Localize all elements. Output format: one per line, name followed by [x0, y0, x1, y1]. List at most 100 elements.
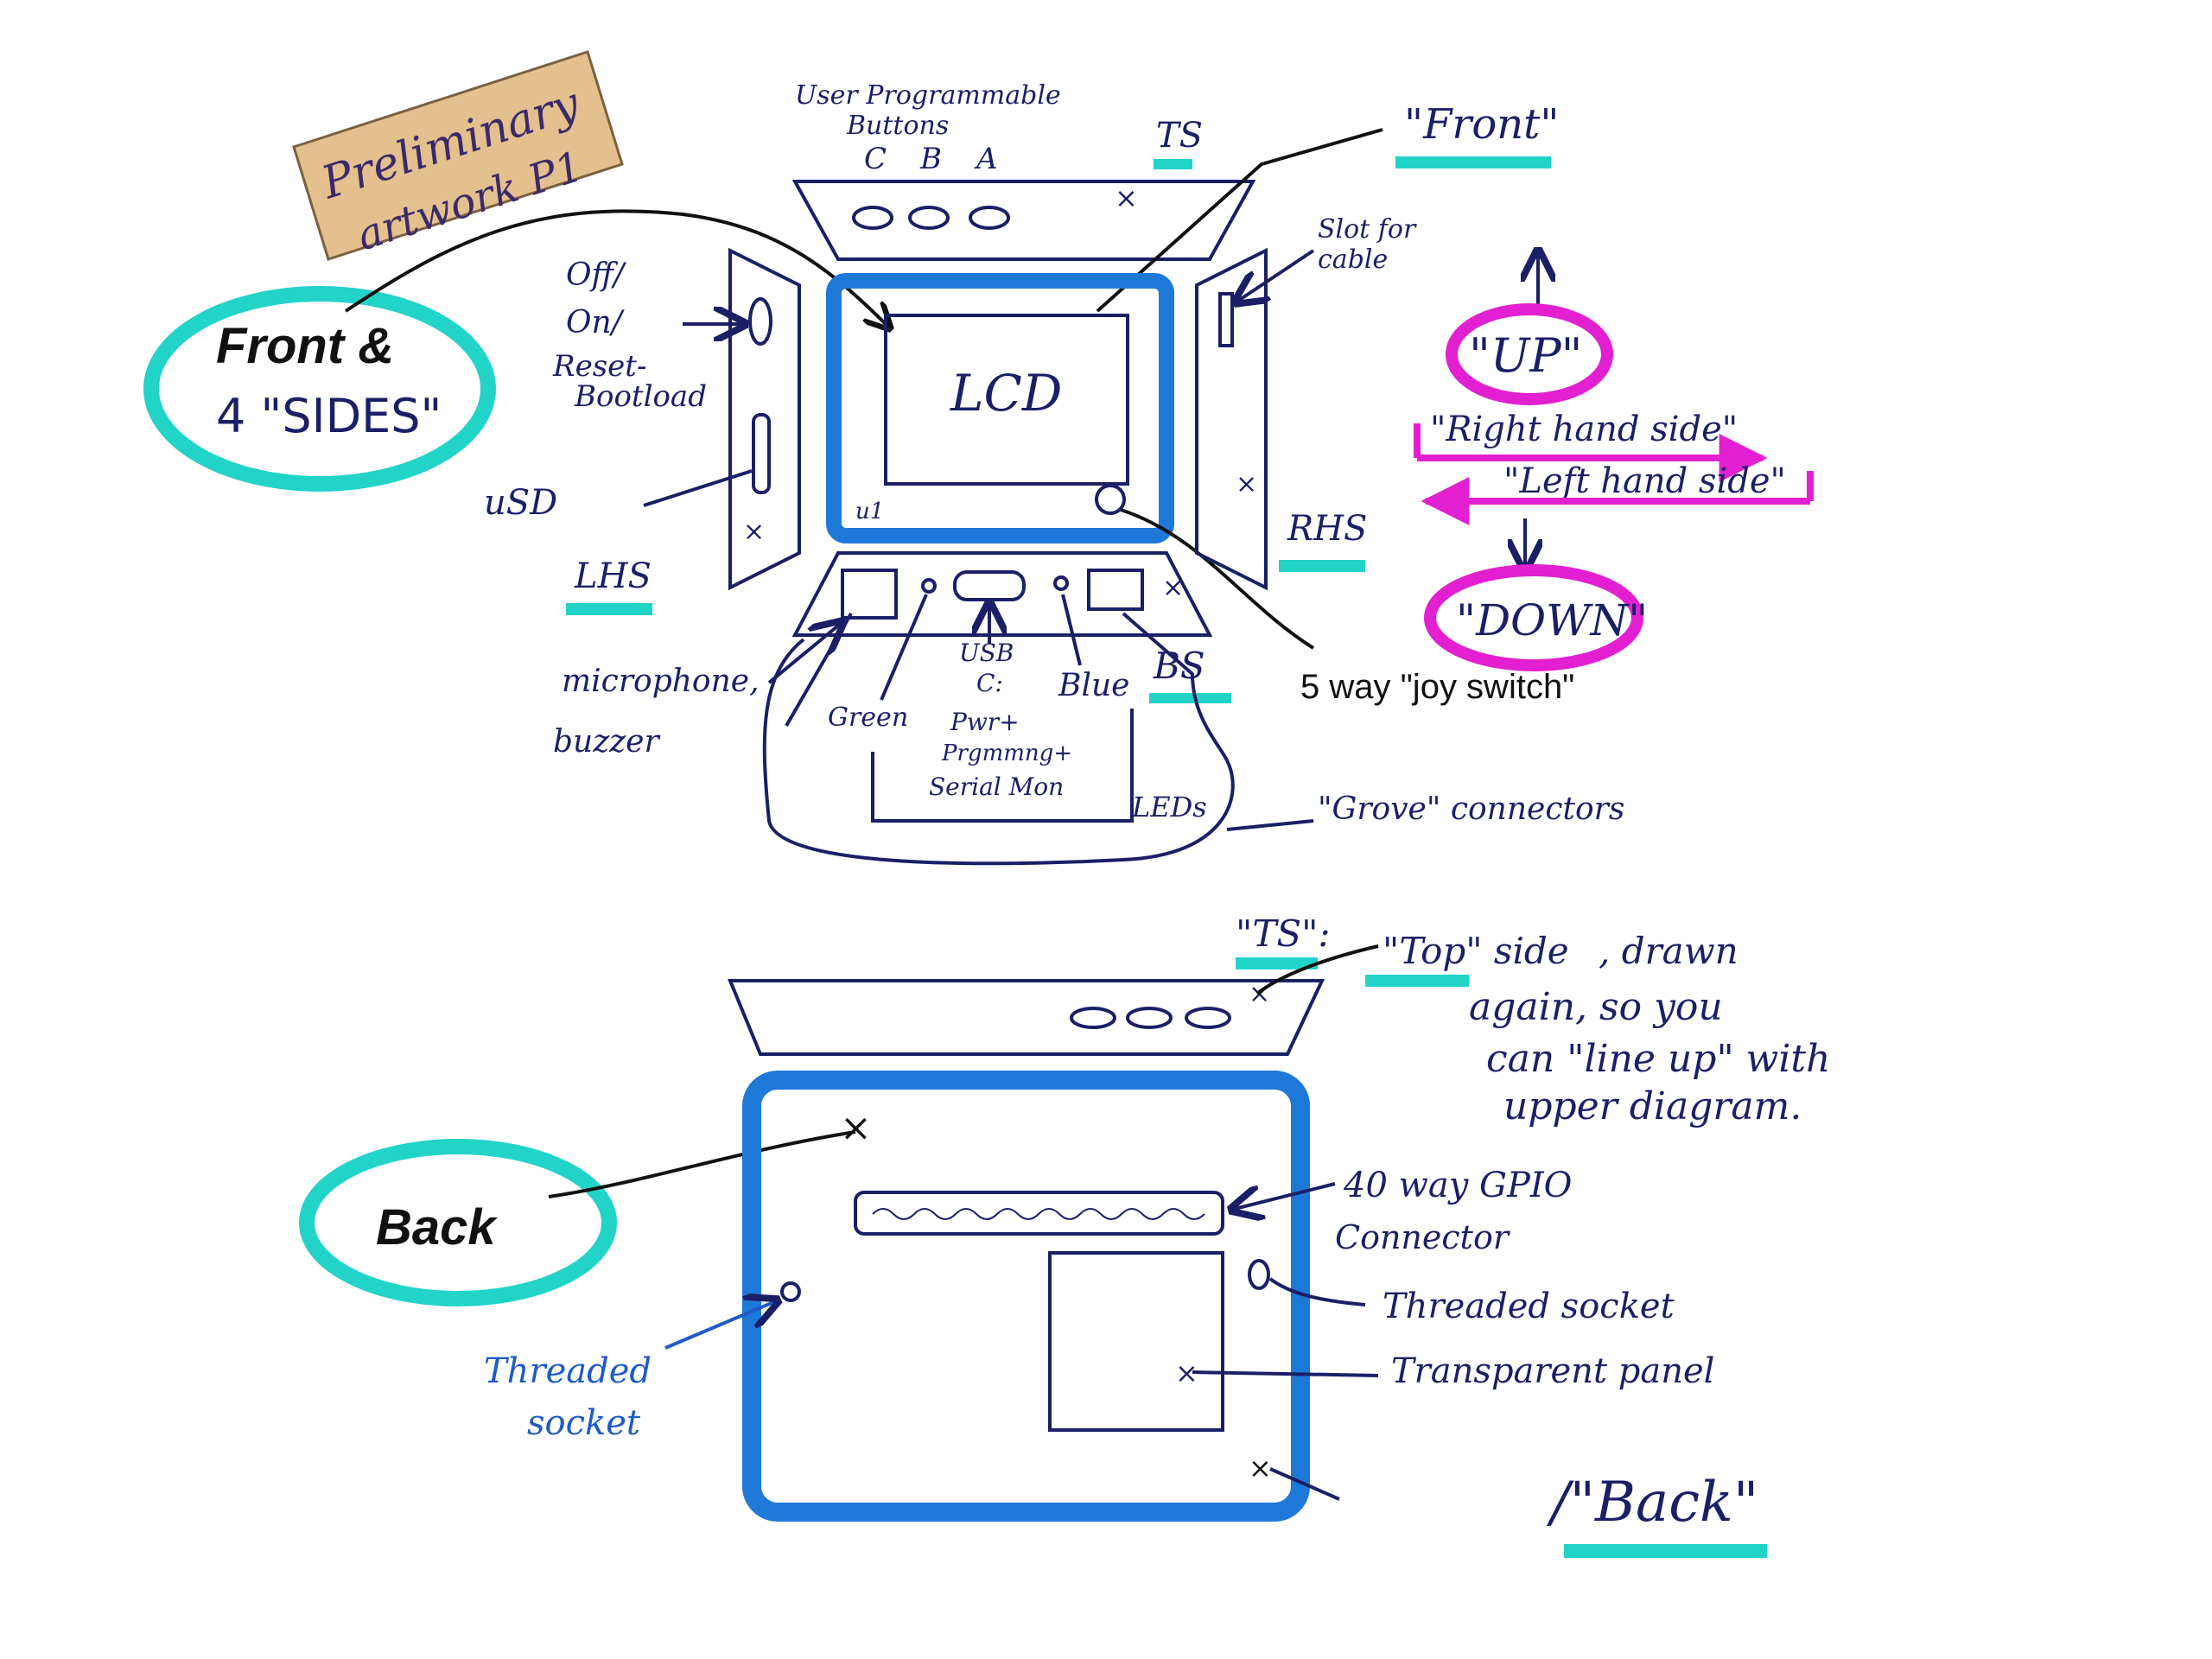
joy-label: 5 way "joy switch" — [1300, 668, 1574, 706]
preliminary-note: Preliminary artwork P1 — [292, 50, 624, 261]
label-btn-c: C — [864, 142, 887, 176]
front-title-group: Front & 4 "SIDES" — [143, 209, 890, 492]
back-labels: 40 way GPIO Connector Threaded socket Tr… — [484, 1166, 1767, 1558]
back-face: × × × — [742, 1071, 1310, 1522]
threaded-left-line2: socket — [527, 1403, 641, 1443]
microphone-box — [841, 569, 898, 620]
usd-slot — [752, 413, 771, 494]
joy-switch — [1095, 484, 1126, 515]
label-btn-a: A — [974, 142, 998, 176]
bs-label: BS — [1153, 645, 1205, 687]
back-corner-pointer — [1269, 1467, 1340, 1501]
leds-bracket — [871, 709, 1134, 823]
ts-note: "TS": "Top" side , drawn again, so you c… — [1236, 912, 1830, 1128]
directions-legend: "UP" "Right hand side" "Left hand side" … — [1414, 251, 1814, 671]
lhs-outline — [728, 247, 801, 591]
front-face-border — [826, 273, 1174, 543]
front-corner-mark: u1 — [855, 499, 884, 524]
usb-line3: Pwr+ — [950, 708, 1020, 736]
usb-c-port — [953, 570, 1026, 601]
mic-line2: buzzer — [553, 724, 660, 760]
rhs-label: RHS — [1287, 509, 1367, 549]
bottom-side-panel: × microphone, buzzer Green Blue USB C: P… — [553, 551, 1624, 866]
ts-note-pointer — [1255, 944, 1379, 995]
front-label-group: "Front" — [1096, 100, 1560, 313]
front-face: LCD u1 5 way "joy switch" — [826, 273, 1574, 706]
blue-pointer — [1061, 594, 1082, 666]
threaded-right-label: Threaded socket — [1382, 1287, 1675, 1326]
back-top-button-1 — [1070, 1007, 1116, 1029]
button-c — [852, 206, 893, 230]
power-switch — [748, 297, 772, 346]
mic-line1: microphone, — [562, 664, 760, 699]
back-title: Back — [376, 1199, 498, 1255]
led-blue — [1053, 575, 1069, 591]
transparent-label: Transparent panel — [1391, 1351, 1714, 1391]
blue-label: Blue — [1058, 668, 1129, 703]
slot-line1: Slot for — [1318, 214, 1417, 245]
top-side-outline — [791, 180, 1256, 261]
green-pointer — [880, 594, 928, 701]
front-label-pointer — [1096, 128, 1383, 313]
threaded-left-line1: Threaded — [484, 1351, 652, 1391]
off-on-line3: Reset- — [552, 349, 646, 384]
threaded-right-pointer — [1268, 1277, 1366, 1306]
usb-line2: C: — [976, 669, 1003, 697]
buzzer-pointer — [785, 613, 853, 727]
off-on-line2: On/ — [566, 305, 626, 340]
ts-note-line4: upper diagram. — [1503, 1084, 1802, 1128]
buttons-caption-line2: Buttons — [846, 111, 949, 141]
gpio-label-line2: Connector — [1335, 1218, 1511, 1256]
down-label: "DOWN" — [1456, 595, 1648, 645]
bs-x-mark: × — [1162, 573, 1184, 603]
button-b — [908, 206, 950, 230]
back-top-side: × — [728, 979, 1325, 1056]
threaded-left-pointer — [664, 1300, 778, 1350]
transparent-pointer — [1192, 1370, 1379, 1377]
off-on-line4: Bootload — [574, 379, 707, 414]
grove-box — [1087, 569, 1144, 611]
grove-loop — [762, 612, 1235, 866]
led-green — [921, 578, 937, 594]
cable-slot — [1218, 292, 1234, 347]
back-top-button-3 — [1185, 1007, 1231, 1029]
ts-note-prefix: "TS": — [1236, 912, 1331, 955]
usb-line1: USB — [959, 639, 1014, 667]
back-title-ring — [299, 1139, 617, 1306]
front-title-line2: 4 "SIDES" — [216, 389, 442, 443]
back-title-group: Back — [299, 1130, 856, 1306]
up-label: "UP" — [1469, 328, 1583, 383]
slot-line2: cable — [1318, 245, 1388, 275]
ts-note-line3: can "line up" with — [1486, 1037, 1830, 1081]
button-a — [969, 206, 1010, 230]
back-x-mark-bottomright: × — [1249, 1452, 1272, 1484]
grove-pointer — [1226, 819, 1314, 831]
grove-label: "Grove" connectors — [1318, 791, 1624, 827]
threaded-socket-left — [780, 1281, 801, 1302]
up-ring — [1446, 303, 1613, 405]
mic-pointer — [767, 622, 842, 684]
lhs-label: LHS — [574, 556, 652, 596]
usd-pointer — [643, 469, 753, 507]
buttons-caption-line1: User Programmable — [795, 80, 1061, 111]
back-top-outline — [728, 979, 1325, 1056]
front-pointer-line — [344, 209, 890, 328]
gpio-connector — [854, 1191, 1224, 1236]
top-side-panel: C B A User Programmable Buttons × TS — [791, 80, 1256, 261]
gpio-pins — [872, 1208, 1205, 1220]
lcd-screen — [884, 314, 1129, 486]
lhs-direction-label: "Left hand side" — [1503, 461, 1786, 501]
back-face-border — [742, 1071, 1310, 1522]
ts-note-rest1: , drawn — [1599, 930, 1738, 972]
ts-x-mark: × — [1115, 181, 1138, 214]
usb-line4: Prgmmng+ — [941, 741, 1072, 766]
back-pointer — [548, 1130, 856, 1198]
front-label: "Front" — [1404, 100, 1560, 149]
rhs-outline — [1195, 247, 1268, 591]
lcd-label: LCD — [950, 364, 1062, 423]
ts-note-line2: again, so you — [1469, 985, 1723, 1029]
ts-note-top: "Top" side — [1382, 930, 1569, 972]
label-btn-b: B — [919, 142, 942, 176]
ts-label: TS — [1156, 116, 1203, 156]
